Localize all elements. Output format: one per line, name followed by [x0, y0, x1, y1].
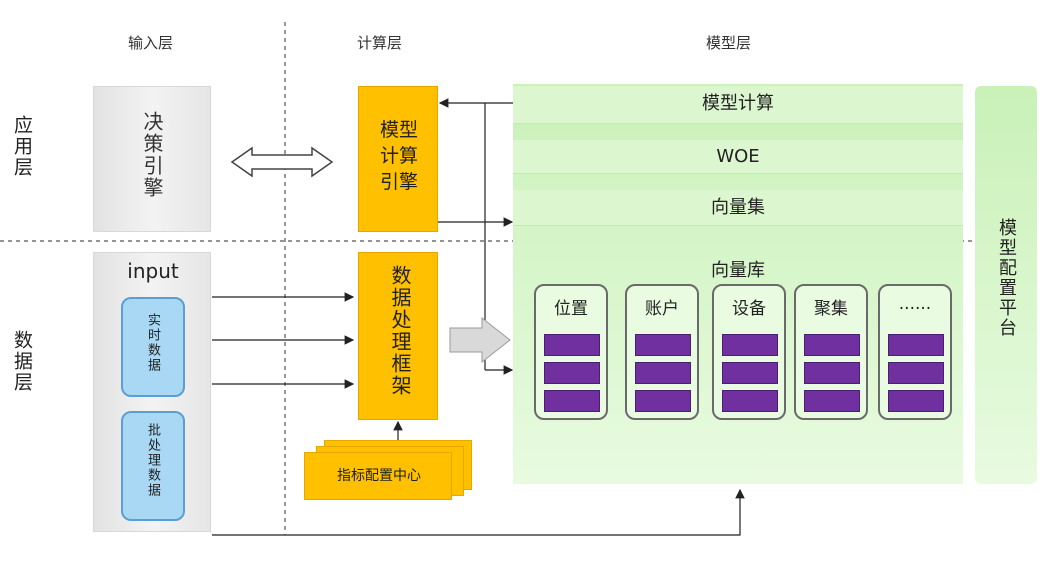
store-label: 位置 [554, 299, 588, 319]
config-platform-box: 模型配置平台 [975, 86, 1037, 484]
column-header-compute: 计算层 [357, 34, 403, 52]
store-label: 账户 [645, 299, 679, 319]
data-block [804, 334, 860, 356]
batch-data-box: 批处理数据 [121, 411, 185, 521]
row-header-data: 数据层 [11, 330, 33, 393]
realtime-data-box: 实时数据 [121, 297, 185, 397]
batch-data-label: 批处理数据 [145, 423, 160, 498]
store-position: 位置 [534, 284, 608, 420]
data-block [804, 390, 860, 412]
store-label: 聚集 [814, 299, 848, 319]
config-platform-label: 模型配置平台 [996, 218, 1017, 338]
flow-arrow-icon [449, 316, 511, 364]
data-block [544, 362, 600, 384]
data-block [544, 334, 600, 356]
data-block [888, 362, 944, 384]
data-block [635, 362, 691, 384]
data-block [635, 334, 691, 356]
data-framework-box: 数据处理框架 [358, 252, 438, 420]
vector-set-bar: 向量集 [513, 190, 963, 226]
data-block [635, 390, 691, 412]
input-panel: input 实时数据 批处理数据 [93, 252, 211, 532]
row-header-application: 应用层 [11, 115, 33, 178]
store-cluster: 聚集 [794, 284, 868, 420]
store-label: ...... [898, 294, 932, 314]
data-block [722, 334, 778, 356]
data-block [888, 334, 944, 356]
data-block [722, 390, 778, 412]
data-block [722, 362, 778, 384]
woe-bar: WOE [513, 140, 963, 174]
store-more: ...... [878, 284, 952, 420]
data-block [888, 390, 944, 412]
decision-engine-label: 决策引擎 [140, 111, 164, 199]
data-framework-label: 数据处理框架 [388, 265, 412, 397]
realtime-data-label: 实时数据 [145, 313, 160, 373]
metric-config-box: 指标配置中心 [304, 452, 452, 500]
model-compute-engine-box: 模型计算引擎 [358, 86, 438, 232]
data-block [804, 362, 860, 384]
vector-store-title: 向量库 [711, 260, 765, 281]
metric-config-label: 指标配置中心 [337, 468, 421, 484]
store-device: 设备 [712, 284, 786, 420]
store-account: 账户 [625, 284, 699, 420]
decision-engine-box: 决策引擎 [93, 86, 211, 232]
data-block [544, 390, 600, 412]
column-header-model: 模型层 [706, 34, 752, 52]
column-header-input: 输入层 [128, 34, 174, 52]
double-arrow-icon [230, 146, 334, 178]
model-compute-engine-label: 模型计算引擎 [379, 119, 418, 193]
input-title: input [127, 259, 179, 283]
model-compute-bar: 模型计算 [513, 86, 963, 124]
store-label: 设备 [732, 299, 766, 319]
